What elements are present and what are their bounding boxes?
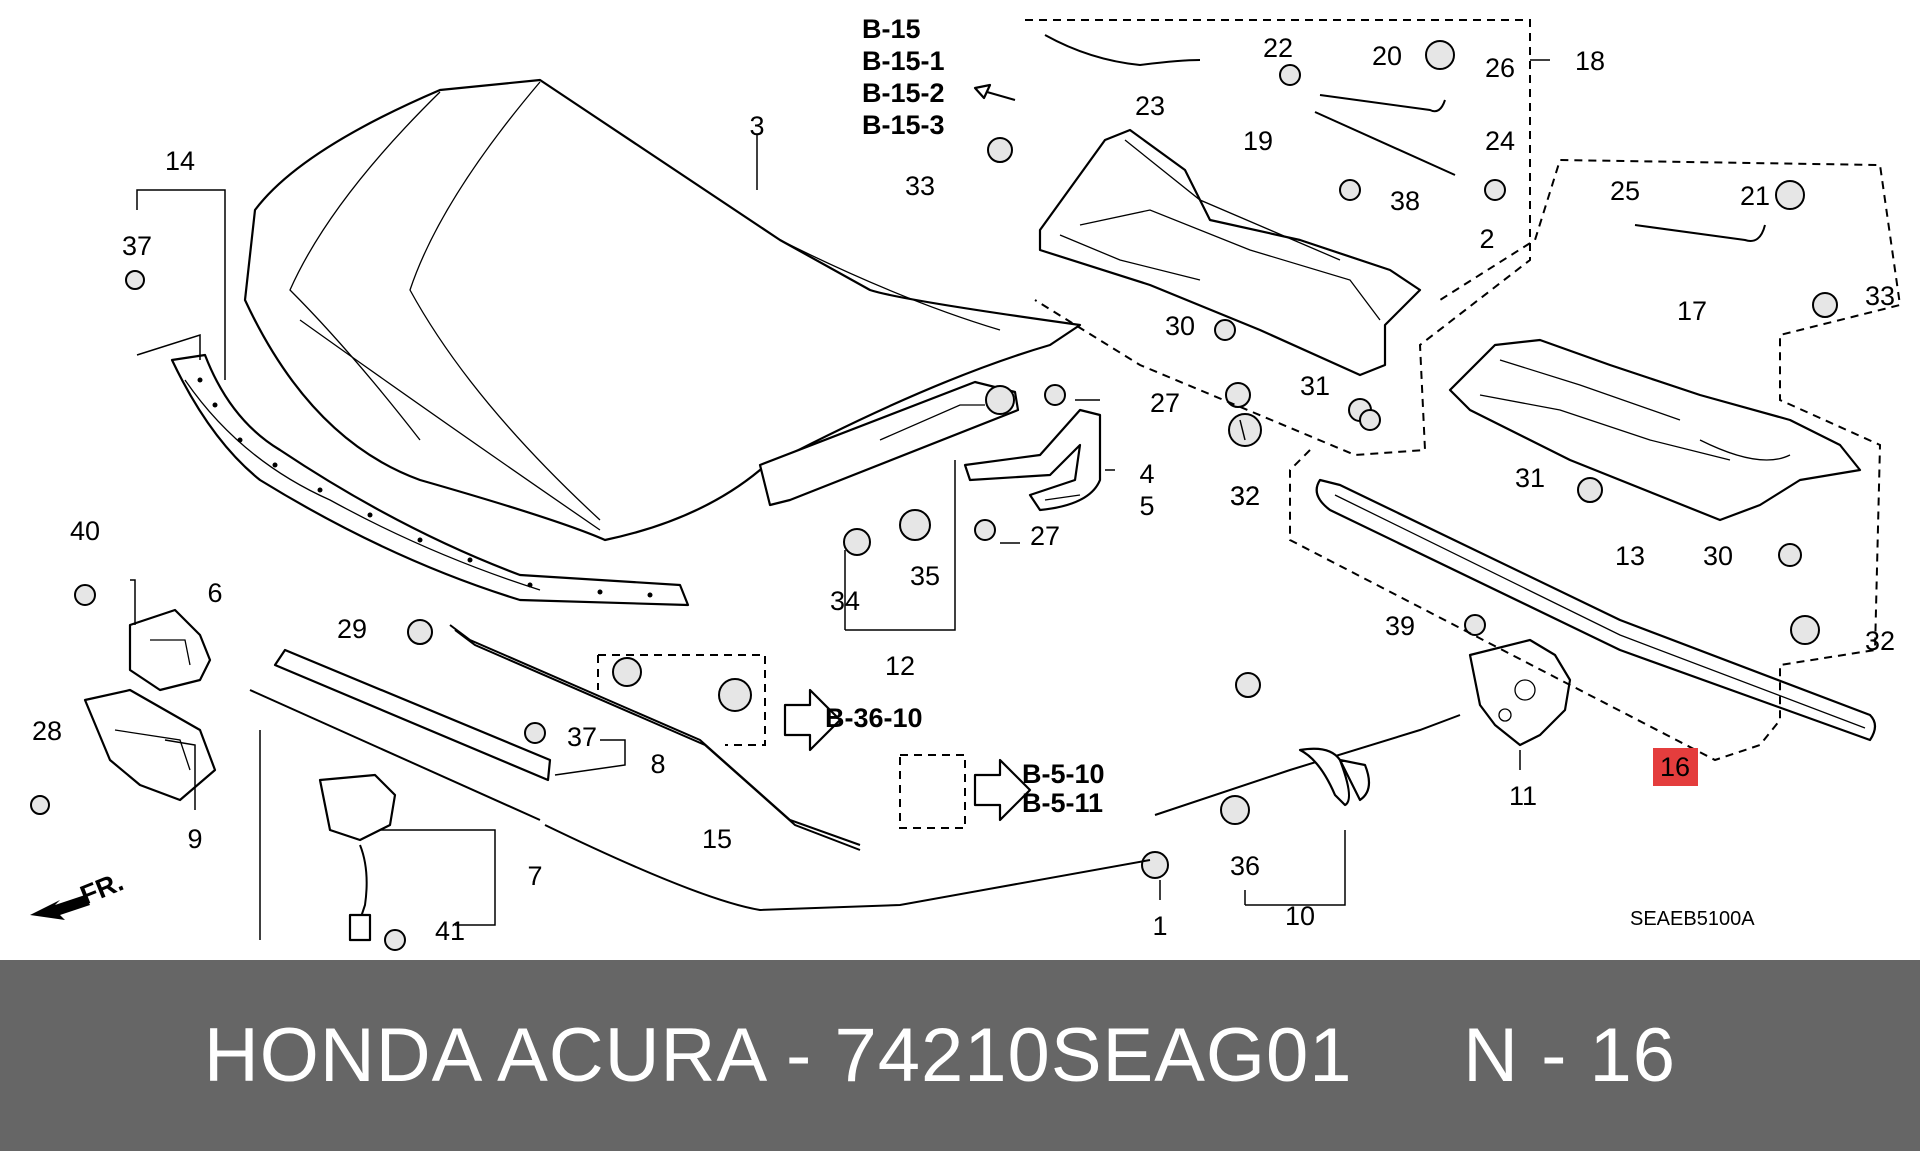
front-direction-label: FR.: [76, 866, 128, 910]
callout-27[interactable]: 27: [1150, 388, 1180, 418]
callout-8[interactable]: 8: [650, 749, 665, 779]
diagram-code: SEAEB5100A: [1630, 908, 1755, 930]
front-direction-arrow-icon: FR.: [30, 866, 128, 920]
ref-b36-10: B-36-10: [825, 703, 923, 733]
hood-stay-part[interactable]: [249, 624, 861, 851]
fastener-markers: [30, 40, 1838, 951]
callout-38[interactable]: 38: [1390, 186, 1420, 216]
callout-30[interactable]: 30: [1165, 311, 1195, 341]
callout-32[interactable]: 32: [1230, 481, 1260, 511]
callout-11[interactable]: 11: [1509, 781, 1537, 811]
callout-26[interactable]: 26: [1485, 53, 1515, 83]
callout-22[interactable]: 22: [1263, 33, 1293, 63]
hood-rear-seal-part[interactable]: [758, 380, 1020, 507]
callout-9[interactable]: 9: [187, 824, 202, 854]
callout-labels: 1234567891011121314151718192021222324252…: [32, 33, 1895, 946]
cowl-seal-part[interactable]: [1315, 478, 1877, 742]
callout-12[interactable]: 12: [885, 651, 915, 681]
callout-2[interactable]: 2: [1479, 224, 1494, 254]
callout-23[interactable]: 23: [1135, 91, 1165, 121]
leader-lines: [130, 19, 1902, 940]
callout-21[interactable]: 21: [1740, 181, 1770, 211]
callout-17[interactable]: 17: [1677, 296, 1707, 326]
hood-latch-wire-part[interactable]: [318, 773, 397, 942]
callout-6[interactable]: 6: [207, 578, 222, 608]
callout-24[interactable]: 24: [1485, 126, 1515, 156]
reference-arrows: [783, 83, 1032, 822]
callout-4[interactable]: 4: [1139, 459, 1154, 489]
footer-bar: HONDA ACURA - 74210SEAG01 N - 16: [0, 960, 1920, 1151]
ref-b15-3: B-15-3: [862, 110, 945, 140]
ref-b15-2: B-15-2: [862, 78, 945, 108]
callout-27[interactable]: 27: [1030, 521, 1060, 551]
ref-b5-11: B-5-11: [1022, 788, 1103, 818]
callout-37[interactable]: 37: [567, 722, 597, 752]
callout-18[interactable]: 18: [1575, 46, 1605, 76]
hood-bracket-part[interactable]: [83, 608, 217, 802]
callout-33[interactable]: 33: [1865, 281, 1895, 311]
callout-35[interactable]: 35: [910, 561, 940, 591]
ref-b5-10: B-5-10: [1022, 759, 1105, 789]
callout-14[interactable]: 14: [165, 146, 195, 176]
hood-latch-part[interactable]: [1468, 638, 1572, 747]
callout-33[interactable]: 33: [905, 171, 935, 201]
diagram-canvas: FR. 123456789101112131415171819202122232…: [30, 14, 1902, 951]
hood-hinge-part[interactable]: [963, 408, 1102, 512]
callout-31[interactable]: 31: [1300, 371, 1330, 401]
callout-41[interactable]: 41: [435, 916, 465, 946]
callout-28[interactable]: 28: [32, 716, 62, 746]
callout-32[interactable]: 32: [1230, 481, 1260, 511]
callout-1[interactable]: 1: [1152, 911, 1167, 941]
callout-13[interactable]: 13: [1615, 541, 1645, 571]
hood-front-strip-part[interactable]: [170, 353, 690, 607]
hood-part[interactable]: [243, 78, 1082, 542]
cowl-top-lower-part[interactable]: [1448, 338, 1862, 522]
callout-5[interactable]: 5: [1139, 491, 1154, 521]
reference-labels: B-15 B-15-1 B-15-2 B-15-3 B-36-10 B-5-10…: [825, 14, 1755, 930]
callout-15[interactable]: 15: [702, 824, 732, 854]
callout-19[interactable]: 19: [1243, 126, 1273, 156]
callout-40[interactable]: 40: [70, 516, 100, 546]
callout-31[interactable]: 31: [1515, 463, 1545, 493]
callout-34[interactable]: 34: [830, 586, 860, 616]
callout-39[interactable]: 39: [1385, 611, 1415, 641]
ref-b15-1: B-15-1: [862, 46, 945, 76]
callout-32[interactable]: 32: [1865, 626, 1895, 656]
callout-10[interactable]: 10: [1285, 901, 1315, 931]
highlighted-part-callout[interactable]: 16: [1653, 748, 1698, 786]
callout-36[interactable]: 36: [1230, 851, 1260, 881]
callout-3[interactable]: 3: [749, 111, 764, 141]
callout-20[interactable]: 20: [1372, 41, 1402, 71]
highlighted-part-number: 16: [1660, 752, 1690, 782]
callout-29[interactable]: 29: [337, 614, 367, 644]
callout-30[interactable]: 30: [1703, 541, 1733, 571]
callout-25[interactable]: 25: [1610, 176, 1640, 206]
callout-7[interactable]: 7: [527, 861, 542, 891]
cowl-top-upper-part[interactable]: [1038, 128, 1422, 377]
callout-37[interactable]: 37: [122, 231, 152, 261]
ref-b15: B-15: [862, 14, 921, 44]
hood-release-cable-part[interactable]: [1154, 714, 1461, 816]
washer-hose-parts[interactable]: [1044, 34, 1766, 242]
footer-part-title: HONDA ACURA - 74210SEAG01 N - 16: [203, 1013, 1677, 1098]
